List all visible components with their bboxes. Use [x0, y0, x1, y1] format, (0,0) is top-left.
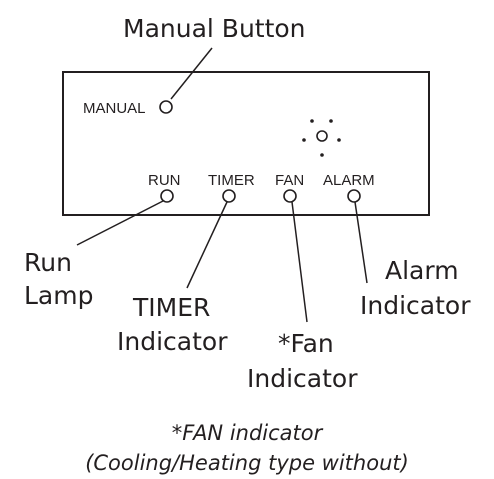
control-panel	[62, 71, 430, 216]
manual-label: MANUAL	[83, 100, 146, 117]
alarm-indicator-leader-line	[354, 201, 368, 284]
fan-label: FAN	[275, 172, 304, 189]
fan-indicator	[283, 189, 297, 203]
alarm-indicator-callout-line-1: Alarm	[385, 256, 459, 285]
alarm-indicator	[347, 189, 361, 203]
run-label: RUN	[148, 172, 181, 189]
fan-indicator-callout-line-1: *Fan	[278, 329, 334, 358]
timer-indicator-callout-line-1: TIMER	[132, 293, 210, 322]
manual-button-leader-line	[170, 47, 213, 100]
alarm-indicator-callout-line-2: Indicator	[360, 291, 471, 320]
footnote-line-2: (Cooling/Heating type without)	[85, 451, 409, 475]
timer-indicator-leader-line	[186, 201, 228, 289]
receiver-icon	[302, 119, 341, 157]
run-lamp-leader-line	[76, 200, 164, 246]
footnote-line-1: *FAN indicator	[172, 421, 324, 445]
alarm-label: ALARM	[323, 172, 375, 189]
fan-indicator-callout-line-2: Indicator	[247, 364, 358, 393]
manual-button[interactable]	[159, 100, 173, 114]
fan-indicator-leader-line	[291, 201, 308, 323]
run-lamp-callout-line-2: Lamp	[24, 281, 93, 310]
timer-indicator-callout-line-2: Indicator	[117, 327, 228, 356]
run-lamp-callout-line-1: Run	[24, 248, 72, 277]
manual-button-callout: Manual Button	[123, 14, 306, 43]
timer-label: TIMER	[208, 172, 255, 189]
timer-indicator	[222, 189, 236, 203]
run-lamp	[160, 189, 174, 203]
